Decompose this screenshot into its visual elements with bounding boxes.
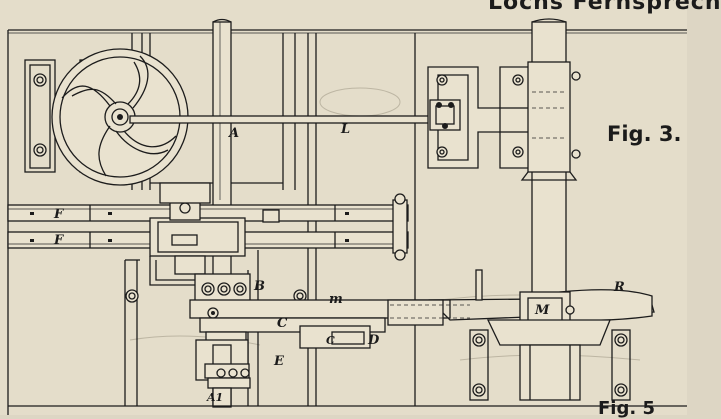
lever-c (199, 317, 386, 349)
part-label-e: E (274, 354, 284, 369)
block-b (125, 273, 307, 303)
part-label-f-upper: F (54, 207, 64, 222)
engineering-drawing (7, 18, 687, 415)
lower-block-e (195, 339, 251, 407)
crosshead (149, 182, 246, 286)
plate-heading: Lochs Fernsprech (488, 0, 721, 15)
part-label-m: m (329, 292, 343, 307)
frame-border (7, 29, 687, 415)
pedestal (469, 319, 631, 401)
part-label-a1: A1 (207, 391, 224, 404)
right-column (520, 18, 581, 303)
part-label-r: R (614, 280, 625, 295)
part-label-d: D (368, 333, 380, 348)
part-label-c-lower: C (326, 334, 335, 347)
part-label-a: A (229, 126, 240, 141)
part-label-f-lower: F (54, 233, 64, 248)
figure-label: Fig. 3. (607, 122, 682, 146)
next-figure-label: Fig. 5 (598, 398, 655, 419)
handwheel (51, 48, 189, 186)
drawing-page: Lochs Fernsprech Fig. 3. Fig. 5 A L F F … (7, 0, 721, 419)
part-label-c-upper: C (277, 316, 288, 331)
part-label-m-clamp: M (535, 303, 550, 318)
bracket-plate-right (427, 66, 556, 169)
part-label-l: L (341, 122, 351, 137)
part-label-b: B (254, 279, 265, 294)
